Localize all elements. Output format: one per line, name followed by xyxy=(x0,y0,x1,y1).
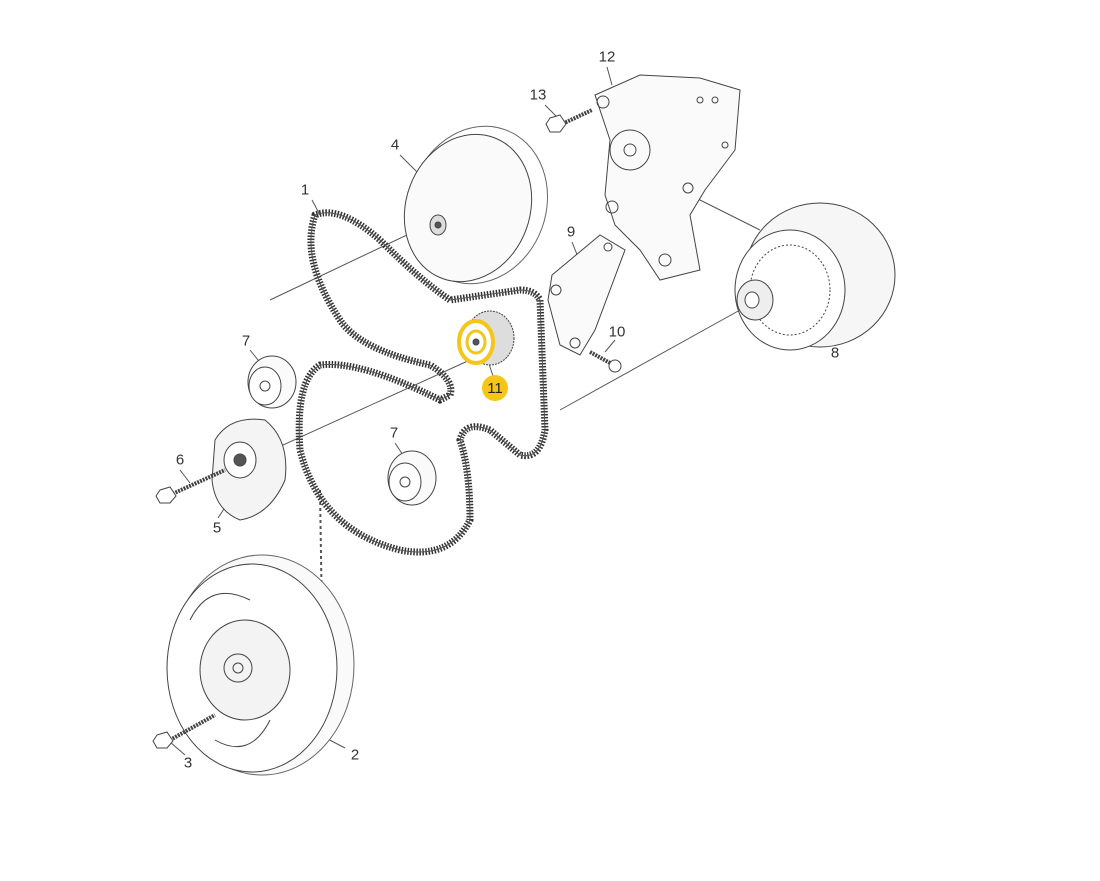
callout-8: 8 xyxy=(830,344,840,362)
callout-11-highlighted[interactable]: 11 xyxy=(482,375,508,401)
main-bracket xyxy=(594,74,741,281)
idler-pulley-highlighted xyxy=(457,310,515,366)
bolt-10 xyxy=(589,350,622,373)
alternator xyxy=(734,202,896,351)
callout-13: 13 xyxy=(529,86,547,104)
callout-10: 10 xyxy=(608,323,626,341)
callout-2: 2 xyxy=(350,746,360,764)
crankshaft-pulley xyxy=(166,554,355,776)
water-pump-pulley xyxy=(403,125,549,285)
callout-1: 1 xyxy=(300,181,310,199)
callout-7-upper: 7 xyxy=(241,332,251,350)
callout-4: 4 xyxy=(390,136,400,154)
callout-5: 5 xyxy=(212,519,222,537)
callout-3: 3 xyxy=(183,754,193,772)
callout-6: 6 xyxy=(175,451,185,469)
belt-tensioner xyxy=(211,418,287,521)
small-bracket xyxy=(547,234,626,356)
callout-9: 9 xyxy=(566,223,576,241)
callout-12: 12 xyxy=(598,48,616,66)
idler-pulley-upper xyxy=(247,355,297,409)
bolt-13 xyxy=(545,108,593,133)
bolt-6 xyxy=(155,468,226,504)
callout-7-lower: 7 xyxy=(389,424,399,442)
idler-pulley-lower xyxy=(387,450,437,506)
bolt-3 xyxy=(152,713,216,749)
drive-belt xyxy=(295,209,549,556)
